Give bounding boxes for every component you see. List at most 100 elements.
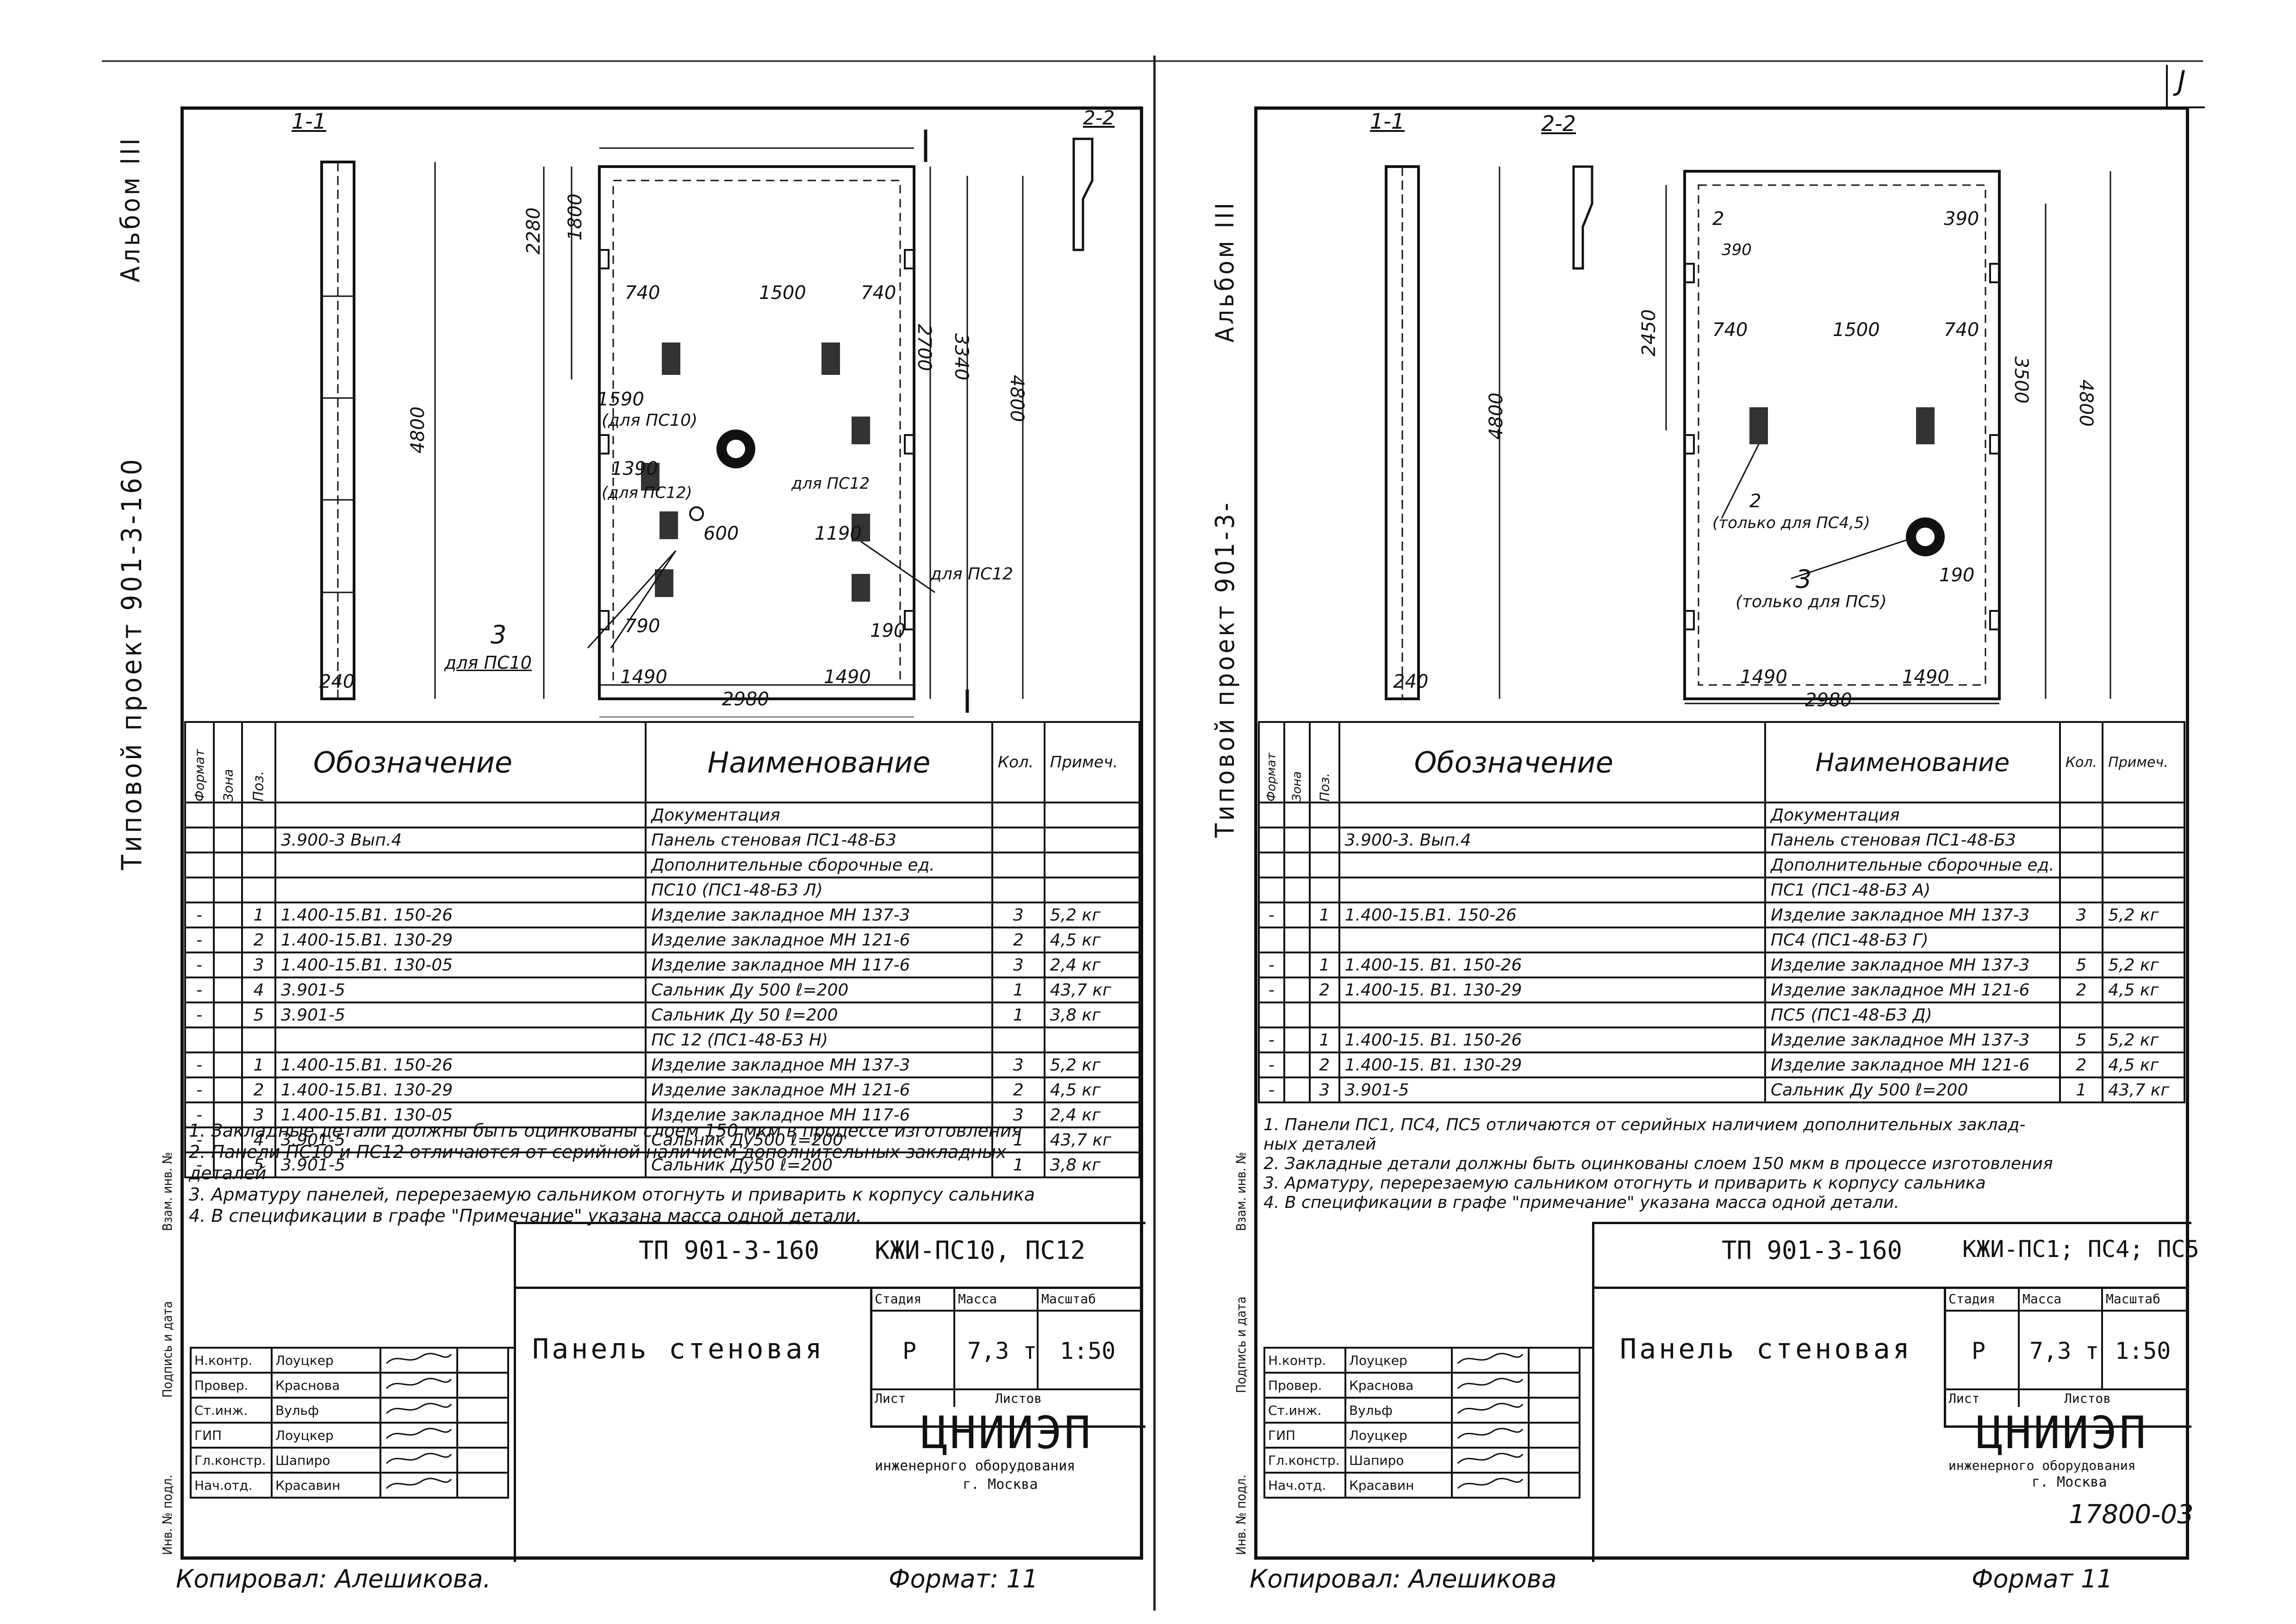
spec-cell-name: Панель стеновая ПС1-48-Б3 bbox=[645, 827, 993, 853]
signature-role: Провер. bbox=[190, 1372, 273, 1399]
signature-sign bbox=[1451, 1447, 1530, 1474]
spec-cell-designation: 3.901-5 bbox=[274, 1002, 647, 1028]
spec-cell-designation: 1.400-15. В1. 130-29 bbox=[1338, 977, 1767, 1003]
left-side-stamp bbox=[180, 1064, 182, 1560]
spec-cell-name: Сальник Ду50 ℓ=200 bbox=[645, 1151, 993, 1178]
spec-cell-name: ПС 12 (ПС1-48-Б3 Н) bbox=[645, 1027, 993, 1053]
signature-row: Нач.отд.Красавин bbox=[190, 1472, 509, 1499]
signature-role: Гл.констр. bbox=[190, 1447, 273, 1474]
spec-cell-qty bbox=[2059, 877, 2104, 903]
spec-cell-designation: 3.900-3. Вып.4 bbox=[1338, 827, 1767, 853]
left-side-stamp-2: Подпись и дата bbox=[160, 1301, 175, 1398]
spec-cell-pos: 2 bbox=[241, 927, 276, 953]
r-spec-h-format: Формат bbox=[1259, 722, 1284, 803]
signature-sign bbox=[1451, 1397, 1530, 1424]
spec-row: Дополнительные сборочные ед. bbox=[1258, 852, 2185, 878]
spec-cell-zone bbox=[1283, 927, 1311, 953]
left-stage: Р bbox=[902, 1338, 917, 1364]
spec-cell-designation bbox=[1338, 927, 1767, 953]
right-note-1b: ных деталей bbox=[1263, 1135, 1376, 1154]
spec-cell-format bbox=[1258, 852, 1285, 878]
spec-cell-designation: 1.400-15.В1. 130-05 bbox=[274, 1101, 647, 1128]
signature-row: Ст.инж.Вульф bbox=[1263, 1397, 1580, 1424]
right-sec-1-label: 1-1 bbox=[1370, 109, 1405, 134]
spec-cell-qty bbox=[991, 827, 1045, 853]
right-note-1: 1. Панели ПС1, ПС4, ПС5 отличаются от се… bbox=[1263, 1115, 2026, 1134]
left-copied: Копировал: Алешикова. bbox=[176, 1564, 491, 1593]
spec-cell-format: - bbox=[1258, 1076, 1285, 1103]
right-side-stamp-2: Подпись и дата bbox=[1233, 1296, 1249, 1393]
spec-cell-name: ПС1 (ПС1-48-Б3 А) bbox=[1764, 877, 2061, 903]
spec-cell-qty: 3 bbox=[991, 1052, 1045, 1078]
spec-cell-name: Изделие закладное МН 121-6 bbox=[1764, 1052, 2061, 1078]
spec-cell-format bbox=[1258, 802, 1285, 828]
spec-cell-note bbox=[2102, 1002, 2185, 1028]
spec-cell-qty bbox=[2059, 827, 2104, 853]
spec-cell-name: Документация bbox=[1764, 802, 2061, 828]
spec-cell-note: 4,5 кг bbox=[2102, 977, 2185, 1003]
spec-cell-name: Изделие закладное МН 137-3 bbox=[1764, 1027, 2061, 1053]
right-mass-label: Масса bbox=[2022, 1291, 2062, 1307]
left-dim-41: 240 bbox=[319, 671, 355, 692]
r-spec-h-zone: Зона bbox=[1284, 722, 1310, 803]
spec-cell-pos: 3 bbox=[241, 1101, 276, 1128]
spec-cell-format: - bbox=[184, 1052, 215, 1078]
spec-cell-format: - bbox=[184, 1101, 215, 1128]
right-code: ТП 901-3-160 bbox=[1722, 1236, 1903, 1265]
spec-cell-format bbox=[1258, 927, 1285, 953]
spec-cell-pos: 1 bbox=[1308, 902, 1340, 928]
spec-cell-qty bbox=[2059, 802, 2104, 828]
signature-name: Краснова bbox=[271, 1372, 381, 1399]
spec-cell-note: 5,2 кг bbox=[2102, 952, 2185, 978]
spec-cell-zone bbox=[212, 977, 243, 1003]
spec-cell-pos: 5 bbox=[241, 1151, 276, 1178]
right-list-label: Лист bbox=[1948, 1391, 1980, 1406]
right-dim-740b: 740 bbox=[1944, 319, 1979, 341]
right-sheet-frame bbox=[1254, 106, 2189, 1560]
right-corner-box bbox=[2166, 65, 2205, 108]
right-org: ЦНИИЭП bbox=[1976, 1407, 2148, 1459]
signature-row: Гл.констр.Шапиро bbox=[1263, 1447, 1580, 1474]
spec-cell-zone bbox=[1283, 952, 1311, 978]
spec-cell-note bbox=[2102, 877, 2185, 903]
spec-cell-designation bbox=[274, 1027, 647, 1053]
spec-cell-zone bbox=[212, 1027, 243, 1053]
right-panel-drawing bbox=[1385, 165, 2111, 704]
left-note-2b: деталей bbox=[189, 1163, 267, 1183]
spec-cell-note: 2,4 кг bbox=[1043, 1101, 1141, 1128]
spec-cell-zone bbox=[1283, 1076, 1311, 1103]
spec-cell-note: 5,2 кг bbox=[1043, 1052, 1141, 1078]
spec-cell-qty: 1 bbox=[991, 1126, 1045, 1153]
right-side-stamp-3: Взам. инв. № bbox=[1233, 1151, 1249, 1231]
spec-cell-note: 5,2 кг bbox=[2102, 902, 2185, 928]
left-dim-31: 790 bbox=[625, 616, 660, 637]
spec-h-format: Формат bbox=[185, 722, 214, 803]
spec-cell-designation: 3.901-5 bbox=[274, 1126, 647, 1153]
right-sheet-title: Панель стеновая bbox=[1620, 1333, 1912, 1365]
signature-role: Н.контр. bbox=[190, 1347, 273, 1374]
spec-cell-zone bbox=[212, 1126, 243, 1153]
right-stage-hline bbox=[1944, 1310, 2189, 1312]
right-corner-mark: J bbox=[2178, 65, 2186, 97]
spec-cell-note: 3,8 кг bbox=[1043, 1151, 1141, 1178]
spec-cell-designation: 1.400-15.В1. 130-29 bbox=[274, 1076, 647, 1103]
right-dim-190: 190 bbox=[1939, 565, 1975, 586]
left-dim-1: 2280 bbox=[523, 207, 544, 255]
signature-sign bbox=[380, 1372, 458, 1399]
right-notes: 1. Панели ПС1, ПС4, ПС5 отличаются от се… bbox=[1263, 1115, 2053, 1213]
right-mark: КЖИ-ПС1; ПС4; ПС5 bbox=[1962, 1236, 2199, 1263]
spec-cell-format bbox=[1258, 877, 1285, 903]
left-sec-2-label: 2-2 bbox=[1083, 106, 1115, 129]
left-sheet-frame bbox=[180, 106, 1143, 1560]
left-dim-15: (для ПС10) bbox=[602, 411, 698, 430]
left-dim-24: 600 bbox=[703, 523, 739, 544]
right-dim-3: 3 bbox=[1796, 565, 1812, 594]
spec-cell-name: Дополнительные сборочные ед. bbox=[645, 852, 993, 878]
spec-cell-pos bbox=[1308, 927, 1340, 953]
spec-cell-pos: 1 bbox=[1308, 952, 1340, 978]
